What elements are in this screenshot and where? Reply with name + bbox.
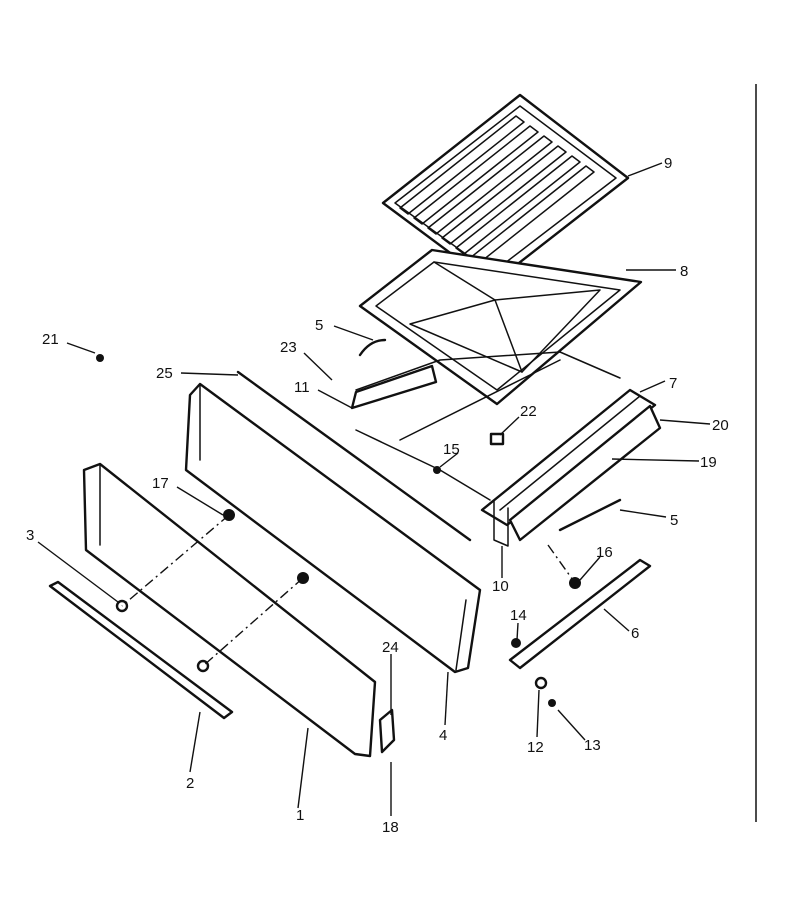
part-5-springs bbox=[358, 338, 622, 532]
callout-17: 17 bbox=[152, 475, 169, 492]
part-25-rod bbox=[236, 370, 472, 542]
part-1-drawer-panel bbox=[82, 462, 377, 758]
callout-12: 12 bbox=[527, 739, 544, 756]
alignment-lines bbox=[121, 514, 576, 667]
callout-4: 4 bbox=[439, 727, 447, 744]
callout-7: 7 bbox=[669, 375, 677, 392]
callout-9: 9 bbox=[664, 155, 672, 172]
callout-2: 2 bbox=[186, 775, 194, 792]
callout-3: 3 bbox=[26, 527, 34, 544]
callout-20: 20 bbox=[712, 417, 729, 434]
callout-18: 18 bbox=[382, 819, 399, 836]
callout-22: 22 bbox=[520, 403, 537, 420]
callout-labels: 1 2 3 4 5 5 6 7 8 9 10 11 12 13 14 15 16… bbox=[26, 155, 729, 836]
callout-14: 14 bbox=[510, 607, 527, 624]
callout-1: 1 bbox=[296, 807, 304, 824]
part-6-slide-rail bbox=[508, 558, 652, 670]
leader-lines bbox=[37, 162, 711, 816]
callout-25: 25 bbox=[156, 365, 173, 382]
callout-5b: 5 bbox=[670, 512, 678, 529]
callout-6: 6 bbox=[631, 625, 639, 642]
part-7-rail bbox=[480, 388, 662, 542]
part-2-handle bbox=[48, 580, 234, 720]
callout-19: 19 bbox=[700, 454, 717, 471]
callout-23: 23 bbox=[280, 339, 297, 356]
callout-11: 11 bbox=[294, 379, 310, 396]
part-8-broiler-pan bbox=[358, 248, 643, 406]
callout-5a: 5 bbox=[315, 317, 323, 334]
callout-16: 16 bbox=[596, 544, 613, 561]
callout-8: 8 bbox=[680, 263, 688, 280]
callout-21: 21 bbox=[42, 331, 59, 348]
callout-13: 13 bbox=[584, 737, 601, 754]
part-4-front-panel bbox=[184, 382, 482, 674]
callout-24: 24 bbox=[382, 639, 399, 656]
callout-10: 10 bbox=[492, 578, 509, 595]
part-9-broiler-grid bbox=[381, 93, 630, 286]
callout-15: 15 bbox=[443, 441, 460, 458]
